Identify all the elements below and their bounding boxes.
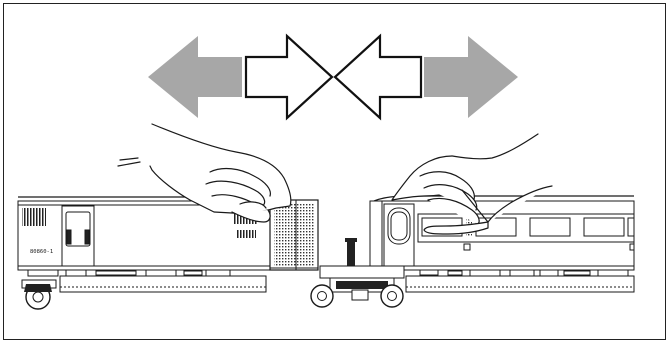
right-bogie: [310, 265, 405, 308]
right-hand: [391, 133, 553, 235]
join-arrows: [244, 33, 423, 121]
left-bogie: [21, 279, 57, 310]
left-car-number: 80860-1: [30, 249, 53, 255]
left-hand: [117, 123, 292, 223]
arrow-left-grey-icon: [148, 36, 242, 118]
arrow-right-outline-icon: [244, 33, 334, 121]
separate-arrows: [148, 36, 518, 118]
arrow-right-grey-icon: [424, 36, 518, 118]
left-railcar: 80860-1: [17, 196, 319, 310]
left-gangway: [269, 199, 319, 271]
arrow-left-outline-icon: [333, 33, 423, 121]
